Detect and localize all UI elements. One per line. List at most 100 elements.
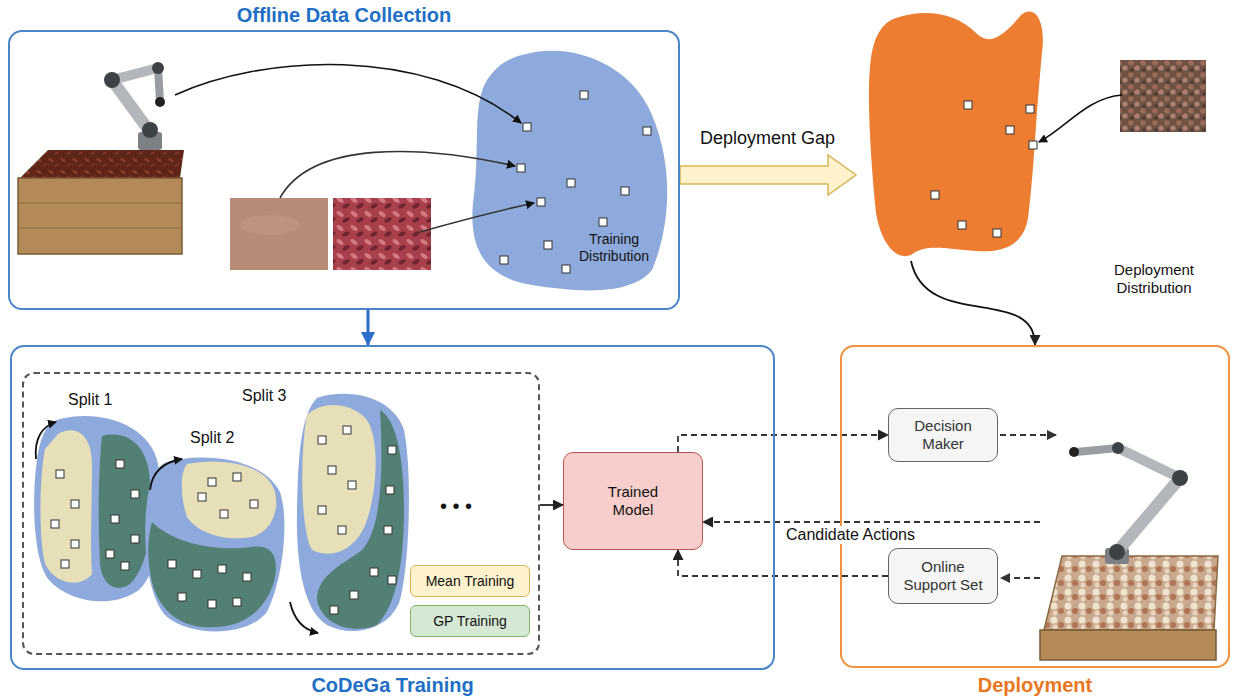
data-point	[116, 460, 124, 468]
process-box: Decision Maker	[888, 408, 998, 462]
data-point	[388, 446, 396, 454]
data-point	[599, 218, 607, 226]
blob-shape	[34, 416, 162, 601]
data-point	[220, 510, 228, 518]
data-point	[250, 500, 258, 508]
data-point	[1006, 126, 1014, 134]
data-point	[178, 593, 186, 601]
mean-region	[182, 461, 277, 538]
gap-arrow	[680, 155, 856, 195]
data-point	[562, 265, 570, 273]
robot-link	[1076, 448, 1118, 452]
data-point	[388, 576, 396, 584]
connector	[703, 521, 840, 523]
data-point	[384, 526, 392, 534]
panel-box: Offline Data CollectionTraining Distribu…	[8, 0, 680, 310]
data-point	[328, 466, 336, 474]
data-point	[993, 229, 1001, 237]
edge-label: Deployment Gap	[697, 129, 838, 147]
pebble-texture	[1120, 60, 1206, 132]
data-point	[517, 164, 525, 172]
data-point	[544, 241, 552, 249]
legend-swatch: Mean Training	[410, 565, 530, 597]
legend-label: Mean Training	[426, 572, 515, 590]
box-label: Trained Model	[587, 483, 679, 519]
robot-joint	[104, 72, 120, 88]
data-point	[537, 198, 545, 206]
wooden-box	[18, 178, 182, 254]
blob-shape	[869, 11, 1043, 256]
pebble-surface	[1044, 556, 1218, 630]
data-point	[106, 550, 114, 558]
legend-label: GP Training	[433, 612, 507, 630]
mulch-surface	[20, 150, 184, 178]
model-box: Trained Model	[563, 452, 703, 550]
data-point	[931, 191, 939, 199]
data-point	[964, 101, 972, 109]
robot-gripper	[155, 97, 165, 107]
panel-box: CoDeGa Training• • •Split 1Split 2Split …	[10, 345, 775, 700]
legend-swatch: GP Training	[410, 605, 530, 637]
pebble-bin	[1040, 556, 1218, 660]
blob-shape	[145, 457, 284, 631]
blob-shape	[297, 394, 409, 631]
edge-label: Candidate Actions	[783, 526, 918, 544]
distribution-blob: Deployment Distribution	[856, 3, 1046, 261]
panel-title: Offline Data Collection	[8, 3, 680, 27]
data-point	[193, 570, 201, 578]
robot-link	[112, 80, 150, 132]
data-point	[218, 565, 226, 573]
data-point	[121, 562, 129, 570]
split-blob	[292, 390, 410, 640]
data-point	[330, 606, 338, 614]
panel-title: Deployment	[840, 673, 1230, 697]
mean-region	[302, 405, 375, 554]
data-point	[350, 591, 358, 599]
robot-joint	[1112, 442, 1124, 454]
gp-region	[99, 435, 151, 588]
plank-line	[18, 203, 182, 204]
split-label: Split 2	[190, 428, 234, 448]
data-point	[1026, 105, 1034, 113]
data-point	[131, 490, 139, 498]
robot-arm	[1069, 442, 1188, 564]
data-point	[61, 560, 69, 568]
blob-label: Training Distribution	[574, 231, 654, 265]
connector	[911, 261, 1035, 345]
sand-texture	[230, 198, 328, 270]
data-point	[621, 187, 629, 195]
split-node: Split 1	[30, 390, 164, 602]
command-wire	[1000, 434, 1056, 436]
robot-gripper	[1069, 447, 1079, 457]
panel-box: Deployment Decision MakerOnline Support S…	[840, 345, 1230, 700]
chips-texture	[333, 198, 431, 270]
split-label: Split 1	[68, 390, 112, 410]
data-point	[111, 515, 119, 523]
data-point	[71, 540, 79, 548]
robot-joint	[152, 62, 164, 74]
connector	[678, 550, 888, 576]
data-point	[500, 256, 508, 264]
connector	[540, 504, 563, 506]
split-node: Split 2	[142, 428, 287, 636]
wooden-box	[1040, 630, 1216, 660]
data-point	[168, 560, 176, 568]
data-point	[958, 221, 966, 229]
robot-link	[1117, 478, 1180, 552]
data-point	[318, 436, 326, 444]
box-label: Decision Maker	[897, 417, 989, 453]
split-node: Split 3	[238, 386, 410, 642]
sample-arrow	[280, 151, 515, 198]
split-arrow	[150, 459, 182, 490]
split-label: Split 3	[242, 386, 286, 406]
data-point	[208, 478, 216, 486]
split-blob	[142, 452, 287, 636]
distribution-blob: Training Distribution	[462, 45, 674, 295]
box-label: Online Support Set	[897, 558, 989, 594]
data-point	[343, 426, 351, 434]
data-point	[338, 526, 346, 534]
blob-label: Deployment Distribution	[1106, 261, 1202, 297]
data-point	[71, 500, 79, 508]
robot-joint	[142, 122, 158, 138]
data-point	[233, 598, 241, 606]
